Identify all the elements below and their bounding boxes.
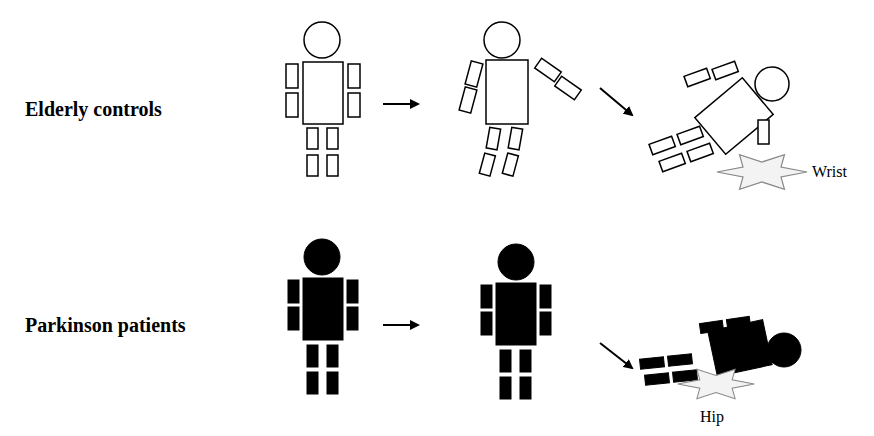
elderly-figure-standing-part (286, 64, 298, 88)
elderly-figure-standing-part (327, 128, 338, 149)
elderly-figure-standing-part (348, 64, 360, 88)
elderly-figure-tripping-part (459, 87, 477, 113)
parkinson-figure-tripping-part (498, 244, 534, 280)
parkinson-figure-standing-part (307, 372, 318, 394)
sequence-arrow (383, 103, 418, 105)
elderly-figure-standing-part (348, 93, 360, 117)
parkinson-figure-tripping-part (540, 312, 551, 335)
sequence-arrow (600, 343, 632, 368)
elderly-figure-tripping-part (502, 153, 518, 176)
sequence-arrow (383, 324, 418, 326)
parkinson-figure-fallen-part (767, 333, 801, 367)
parkinson-figure-tripping-part (520, 377, 531, 399)
elderly-figure-standing-part (307, 155, 318, 176)
parkinson-figure-standing-part (307, 345, 318, 367)
elderly-figure-standing-part (286, 93, 298, 117)
parkinson-figure-standing-part (288, 280, 299, 303)
parkinson-figure-fallen-part (668, 354, 693, 366)
impact-star (678, 369, 755, 398)
parkinson-figure-tripping-part (520, 350, 531, 372)
parkinson-figure-standing-part (327, 345, 338, 367)
parkinson-figure-standing-part (347, 307, 358, 330)
parkinson-figure-standing-part (288, 307, 299, 330)
parkinson-figure-standing-part (303, 278, 343, 340)
parkinson-figure-tripping-part (500, 377, 511, 399)
elderly-figure-fallen-part (684, 68, 710, 87)
elderly-figure-fallen-part (712, 61, 738, 80)
impact-star (717, 155, 807, 190)
elderly-figure-standing-part (327, 155, 338, 176)
elderly-figure-tripping (459, 22, 581, 176)
injury-site-label: Hip (700, 408, 724, 426)
row-label: Parkinson patients (25, 314, 186, 337)
parkinson-figure-fallen-part (640, 357, 665, 369)
elderly-figure-fallen-part (758, 120, 769, 144)
elderly-figure-tripping-part (486, 127, 500, 150)
parkinson-figure-tripping-part (500, 350, 511, 372)
elderly-figure-fallen (649, 61, 789, 172)
elderly-figure-fallen-part (659, 153, 685, 172)
injury-site-label: Wrist (812, 163, 847, 181)
elderly-figure-tripping-part (484, 22, 520, 58)
parkinson-figure-standing-part (304, 239, 340, 275)
elderly-figure-tripping-part (479, 153, 495, 176)
elderly-figure-standing-part (304, 22, 340, 58)
row-label: Elderly controls (25, 98, 162, 121)
parkinson-figure-tripping (481, 244, 551, 399)
parkinson-figure-tripping-part (496, 283, 536, 345)
elderly-figure-tripping-part (465, 61, 483, 87)
parkinson-figure-tripping-part (540, 285, 551, 308)
sequence-arrow (600, 88, 632, 115)
elderly-figure-fallen-part (687, 143, 713, 162)
parkinson-figure-standing-part (347, 280, 358, 303)
elderly-figure-tripping-part (555, 76, 582, 100)
parkinson-figure-tripping-part (481, 312, 492, 335)
parkinson-figure-fallen-part (726, 316, 750, 329)
parkinson-figure-standing (288, 239, 358, 394)
elderly-figure-tripping-part (508, 127, 522, 150)
parkinson-figure-tripping-part (481, 285, 492, 308)
elderly-figure-fallen-part (649, 136, 675, 155)
elderly-figure-standing-part (307, 128, 318, 149)
elderly-figure-fallen-part (677, 126, 703, 145)
elderly-figure-standing (286, 22, 360, 176)
elderly-figure-standing-part (303, 62, 343, 124)
parkinson-figure-fallen-part (645, 373, 670, 385)
elderly-figure-fallen-part (755, 67, 789, 101)
elderly-figure-tripping-part (486, 60, 528, 124)
elderly-figure-tripping-part (535, 58, 562, 82)
parkinson-figure-standing-part (327, 372, 338, 394)
parkinson-figure-fallen-part (699, 320, 723, 333)
parkinson-figure-fallen-part (673, 370, 698, 382)
